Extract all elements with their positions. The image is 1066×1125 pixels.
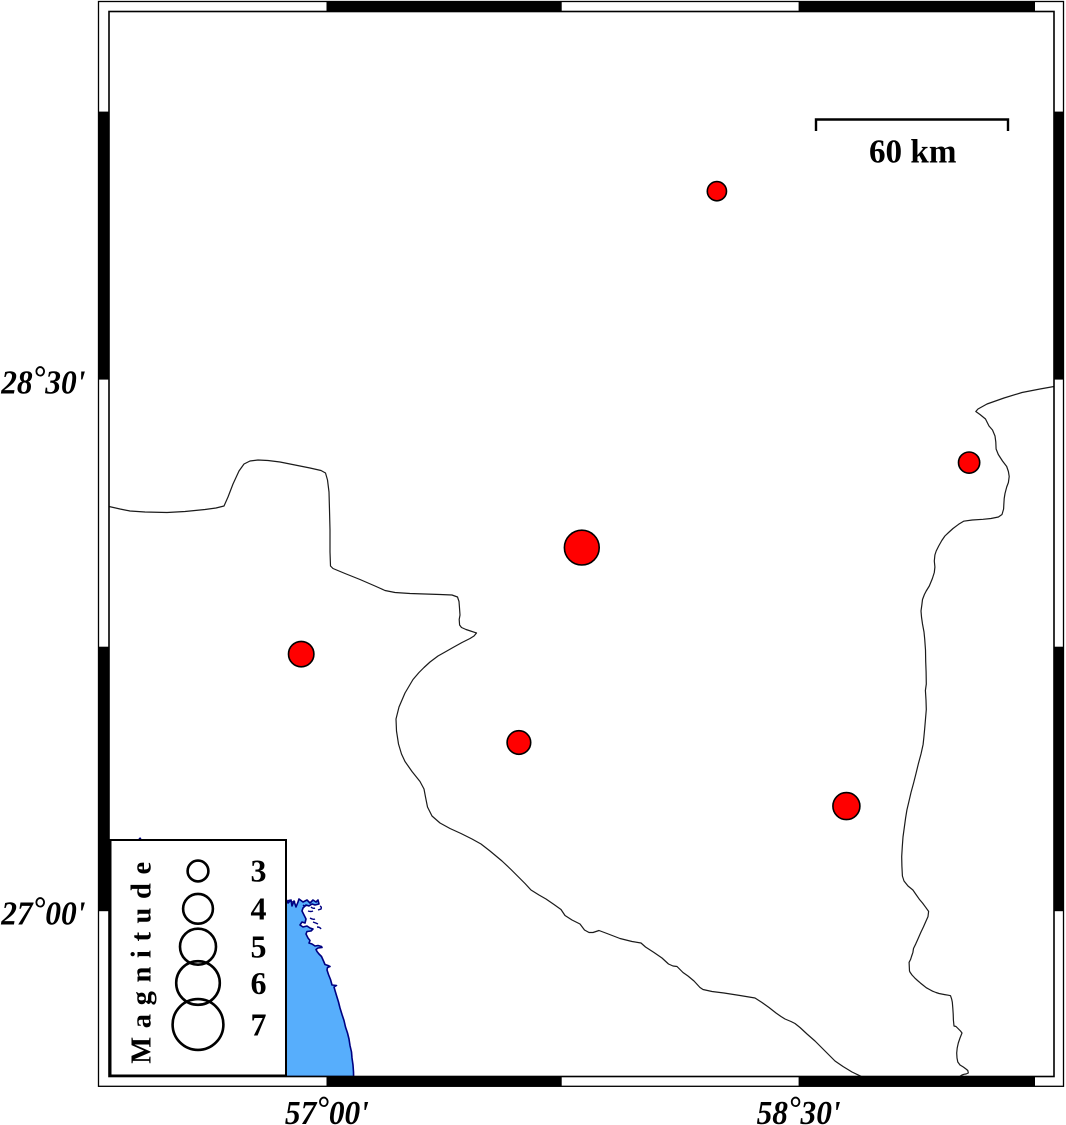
svg-text:4: 4 <box>251 891 267 927</box>
svg-text:3: 3 <box>251 853 267 889</box>
svg-text:60 km: 60 km <box>869 134 957 171</box>
svg-text:27°00': 27°00' <box>0 891 85 933</box>
svg-text:57°00': 57°00' <box>285 1090 369 1125</box>
svg-text:6: 6 <box>251 965 267 1001</box>
svg-text:Magnitude: Magnitude <box>127 853 158 1063</box>
svg-text:7: 7 <box>251 1007 267 1043</box>
svg-text:5: 5 <box>251 929 267 965</box>
svg-text:58°30': 58°30' <box>757 1090 841 1125</box>
svg-text:28°30': 28°30' <box>0 360 85 402</box>
